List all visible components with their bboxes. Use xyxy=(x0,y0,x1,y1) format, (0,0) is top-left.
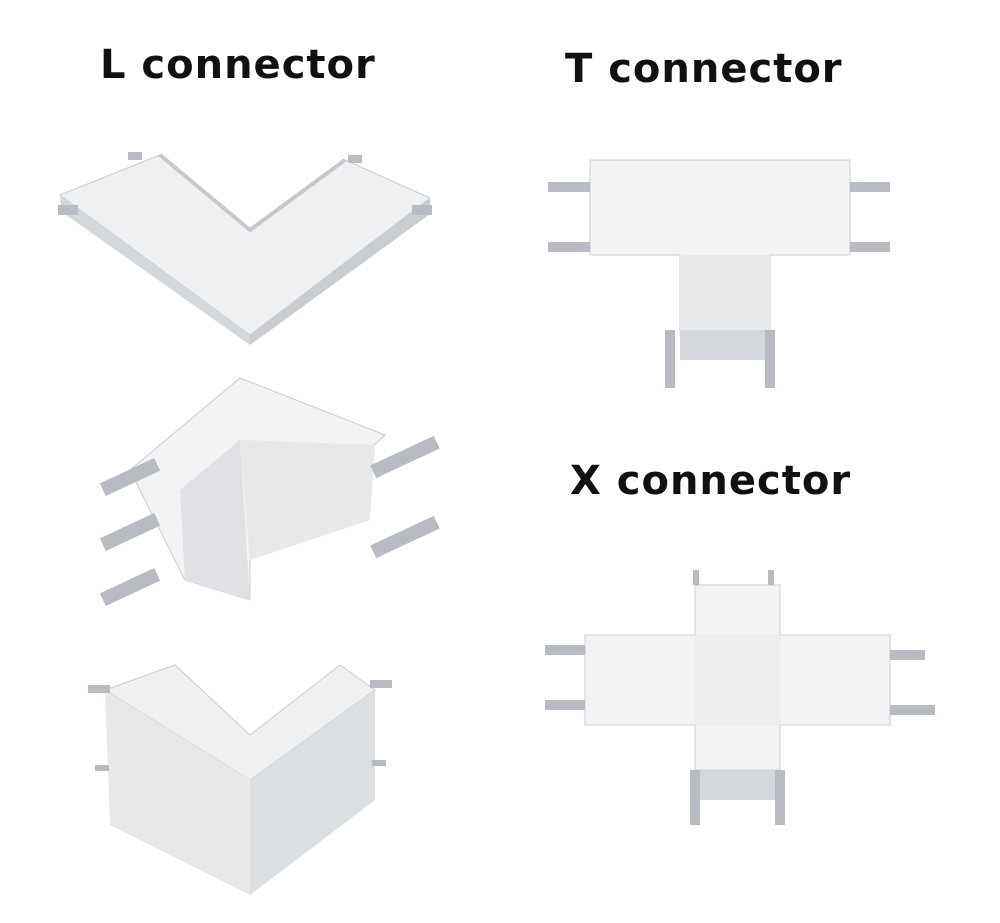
l-connector-vertical-image xyxy=(99,377,440,607)
t-connector-title: T connector xyxy=(565,46,843,92)
t-connector-image xyxy=(548,159,890,388)
l-connector-flat-image xyxy=(58,152,432,345)
x-connector-image xyxy=(545,570,935,825)
l-connector-box-image xyxy=(88,664,392,895)
x-connector-title: X connector xyxy=(570,458,852,504)
l-connector-title: L connector xyxy=(100,42,376,88)
